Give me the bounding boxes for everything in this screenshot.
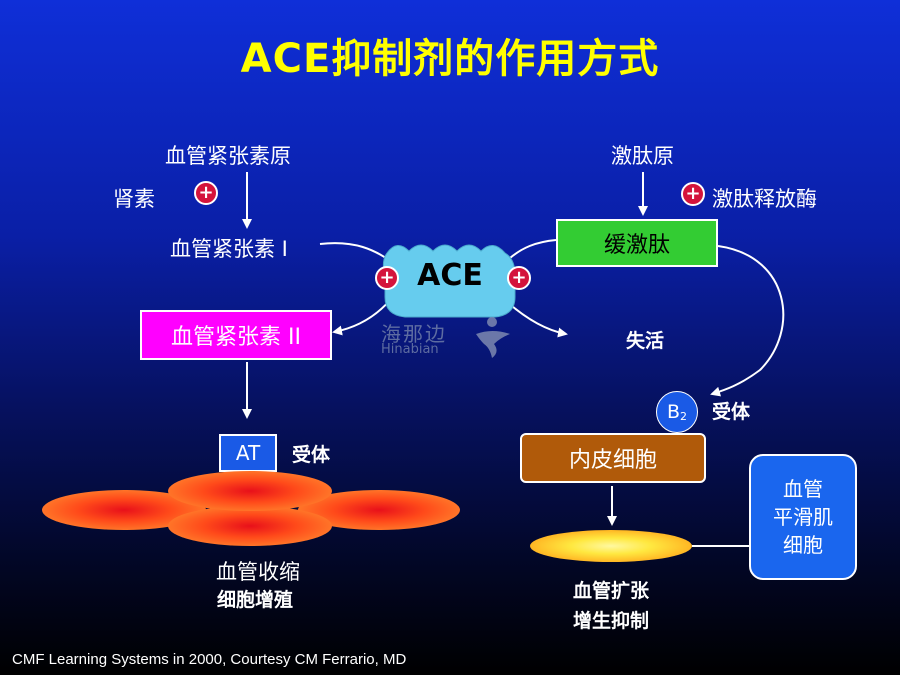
inactive-label: 失活 xyxy=(626,330,665,352)
bradykinin-label: 缓激肽 xyxy=(603,233,670,258)
cell-ellipse-top xyxy=(168,471,332,511)
angiotensin1-label: 血管紧张素 I xyxy=(170,237,288,261)
b2-main-label: B xyxy=(666,401,681,423)
proliferation-inhibition-label: 增生抑制 xyxy=(573,610,650,632)
smooth-muscle-line3: 细胞 xyxy=(783,533,823,557)
bradykinin-box: 缓激肽 xyxy=(556,219,718,267)
angiotensin2-box: 血管紧张素 II xyxy=(140,310,332,360)
endothelial-cell-label: 内皮细胞 xyxy=(568,448,657,473)
angiotensinogen-label: 血管紧张素原 xyxy=(165,144,291,168)
kallikrein-label: 激肽释放酶 xyxy=(712,187,817,211)
endothelial-cell-box: 内皮细胞 xyxy=(520,433,706,483)
ace-enzyme-shape xyxy=(382,244,516,318)
kallikrein-plus-icon: + xyxy=(681,182,705,206)
smooth-muscle-line1: 血管 xyxy=(783,477,823,501)
b2-subscript-label: 2 xyxy=(680,409,688,423)
footer-credit: CMF Learning Systems in 2000, Courtesy C… xyxy=(12,651,407,668)
b2-receptor-caption: 受体 xyxy=(712,401,751,423)
renin-plus-icon: + xyxy=(194,181,218,205)
page-title: ACE抑制剂的作用方式 xyxy=(240,36,660,82)
cell-ellipse-bottom xyxy=(168,506,332,546)
vasoconstriction-label: 血管收缩 xyxy=(216,560,300,584)
ace-left-plus-icon: + xyxy=(375,266,399,290)
ace-right-plus-icon: + xyxy=(507,266,531,290)
renin-label: 肾素 xyxy=(113,187,155,211)
watermark-logo-icon xyxy=(476,317,510,358)
cell-proliferation-label: 细胞增殖 xyxy=(217,589,294,611)
vessel-dilation-ellipse xyxy=(530,530,692,562)
at-receptor-label: AT xyxy=(235,441,261,465)
watermark-text-en: Hinabian xyxy=(381,342,439,357)
smooth-muscle-cell-box: 血管 平滑肌 细胞 xyxy=(749,454,857,580)
smooth-muscle-line2: 平滑肌 xyxy=(773,505,833,529)
kininogen-label: 激肽原 xyxy=(611,144,674,168)
curve-bradykinin-into-ace xyxy=(509,239,557,259)
vasodilation-label: 血管扩张 xyxy=(573,580,650,602)
ace-label: ACE xyxy=(417,258,483,293)
at-receptor-box: AT xyxy=(219,434,277,472)
at-receptor-caption: 受体 xyxy=(292,444,331,466)
arrow-bradykinin-to-b2 xyxy=(710,245,785,397)
watermark-text-cn: 海那边 xyxy=(381,322,447,346)
angiotensin2-label: 血管紧张素 II xyxy=(171,325,301,350)
